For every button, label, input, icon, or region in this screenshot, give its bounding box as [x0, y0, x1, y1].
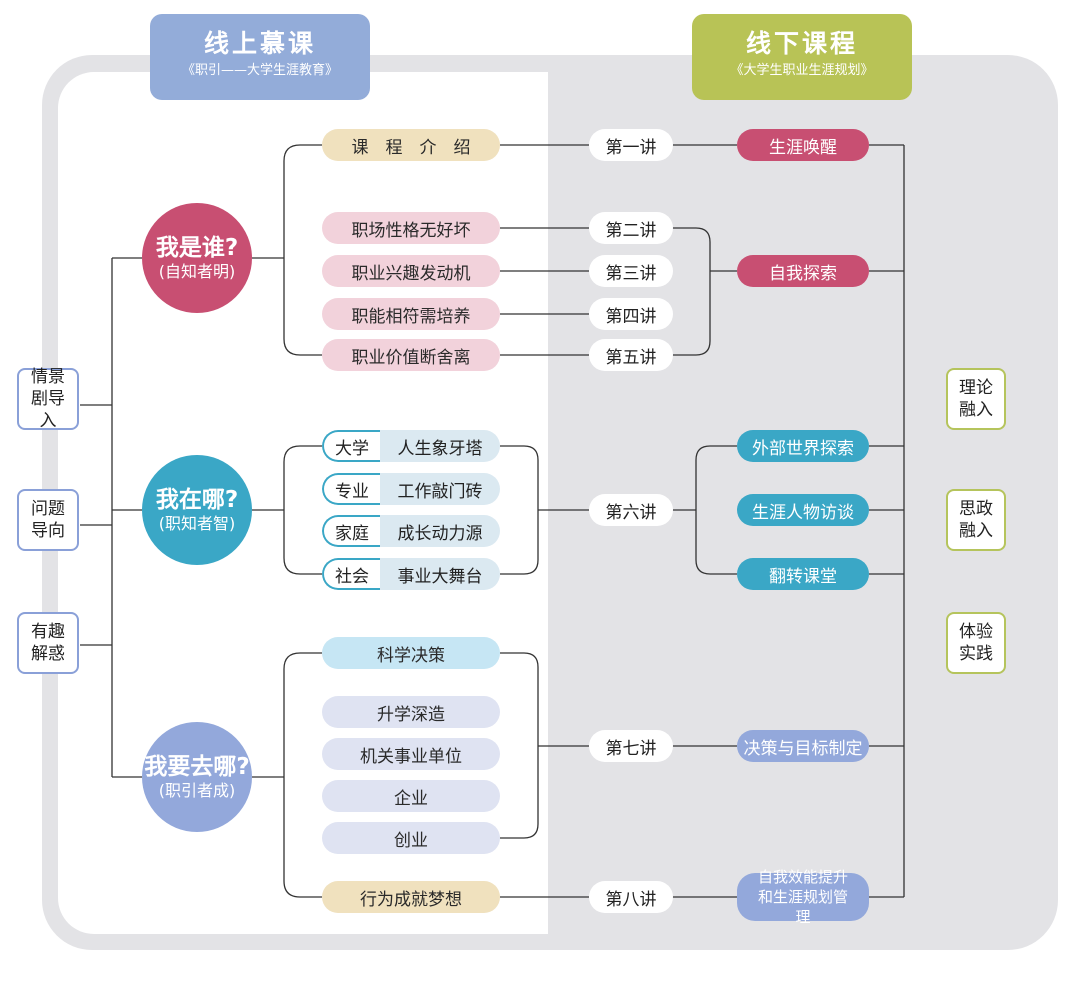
- right-box-practice: 体验实践: [946, 612, 1006, 674]
- topic-where-family: 家庭 成长动力源: [322, 515, 500, 547]
- circle-who: 我是谁? (自知者明): [142, 203, 252, 313]
- topic-who-ability: 职能相符需培养: [322, 298, 500, 330]
- lecture-7: 第七讲: [589, 730, 673, 762]
- topic-who-personality: 职场性格无好坏: [322, 212, 500, 244]
- connector-whereto-bracket: [252, 652, 322, 898]
- topic-who-interest: 职业兴趣发动机: [322, 255, 500, 287]
- circle-whereto: 我要去哪? (职引者成): [142, 722, 252, 832]
- offline-world-exploration: 外部世界探索: [737, 430, 869, 462]
- connector-who-bracket: [252, 144, 322, 356]
- topic-whereto-public-sector: 机关事业单位: [322, 738, 500, 770]
- topic-where-university-value: 人生象牙塔: [397, 438, 483, 459]
- connector-explore-bracket: [672, 227, 737, 356]
- topic-where-major-key: 专业: [322, 473, 380, 505]
- circle-who-sub: (自知者明): [158, 262, 236, 281]
- offline-self-efficacy: 自我效能提升和生涯规划管理: [737, 868, 869, 926]
- topic-whereto-decision: 科学决策: [322, 637, 500, 669]
- circle-where-question: 我在哪?: [155, 487, 239, 513]
- connector-where-lecture: [500, 445, 589, 575]
- topic-who-intro: 课 程 介 绍: [322, 129, 500, 161]
- connector-lecture6-items: [672, 445, 737, 575]
- offline-header-subtitle: 《大学生职业生涯规划》: [730, 63, 874, 78]
- offline-decision-goal: 决策与目标制定: [737, 730, 869, 762]
- topic-where-family-value: 成长动力源: [397, 523, 483, 544]
- lecture-5: 第五讲: [589, 339, 673, 371]
- topic-whereto-enterprise: 企业: [322, 780, 500, 812]
- offline-header-title: 线下课程: [745, 29, 858, 58]
- connector-whereto-lecture: [500, 652, 589, 839]
- connector-who-lectures: [500, 144, 589, 356]
- offline-career-interview: 生涯人物访谈: [737, 494, 869, 526]
- topic-where-major-value: 工作敲门砖: [397, 481, 483, 502]
- circle-where-sub: (职知者智): [158, 514, 236, 533]
- topic-whereto-further-study: 升学深造: [322, 696, 500, 728]
- right-box-ideology: 思政融入: [946, 489, 1006, 551]
- lecture-1: 第一讲: [589, 129, 673, 161]
- connector-where-bracket: [252, 445, 322, 575]
- connector-right-spine: [869, 144, 905, 898]
- topic-where-university-key: 大学: [322, 430, 380, 462]
- circle-whereto-sub: (职引者成): [158, 781, 236, 800]
- topic-who-values: 职业价值断舍离: [322, 339, 500, 371]
- lecture-2: 第二讲: [589, 212, 673, 244]
- left-box-question: 问题导向: [17, 489, 79, 551]
- lecture-6: 第六讲: [589, 494, 673, 526]
- lecture-8: 第八讲: [589, 881, 673, 913]
- connector-left-spine: [80, 257, 142, 778]
- lecture-3: 第三讲: [589, 255, 673, 287]
- online-header-title: 线上慕课: [203, 29, 316, 58]
- online-header-subtitle: 《职引——大学生涯教育》: [181, 63, 338, 78]
- circle-who-question: 我是谁?: [155, 235, 239, 261]
- left-box-scenario: 情景剧导入: [17, 367, 79, 431]
- circle-whereto-question: 我要去哪?: [144, 754, 250, 780]
- topic-where-family-key: 家庭: [322, 515, 380, 547]
- circle-where: 我在哪? (职知者智): [142, 455, 252, 565]
- right-box-theory: 理论融入: [946, 368, 1006, 430]
- lecture-4: 第四讲: [589, 298, 673, 330]
- topic-whereto-startup: 创业: [322, 822, 500, 854]
- topic-where-society-value: 事业大舞台: [397, 566, 483, 587]
- offline-header: 线下课程 《大学生职业生涯规划》: [692, 14, 912, 100]
- topic-where-society: 社会 事业大舞台: [322, 558, 500, 590]
- left-box-answer: 有趣解惑: [17, 612, 79, 674]
- topic-where-society-key: 社会: [322, 558, 380, 590]
- offline-self-exploration: 自我探索: [737, 255, 869, 287]
- topic-where-major: 专业 工作敲门砖: [322, 473, 500, 505]
- online-header: 线上慕课 《职引——大学生涯教育》: [150, 14, 370, 100]
- topic-whereto-action: 行为成就梦想: [322, 881, 500, 913]
- offline-flipped-classroom: 翻转课堂: [737, 558, 869, 590]
- offline-career-awakening: 生涯唤醒: [737, 129, 869, 161]
- topic-where-university: 大学 人生象牙塔: [322, 430, 500, 462]
